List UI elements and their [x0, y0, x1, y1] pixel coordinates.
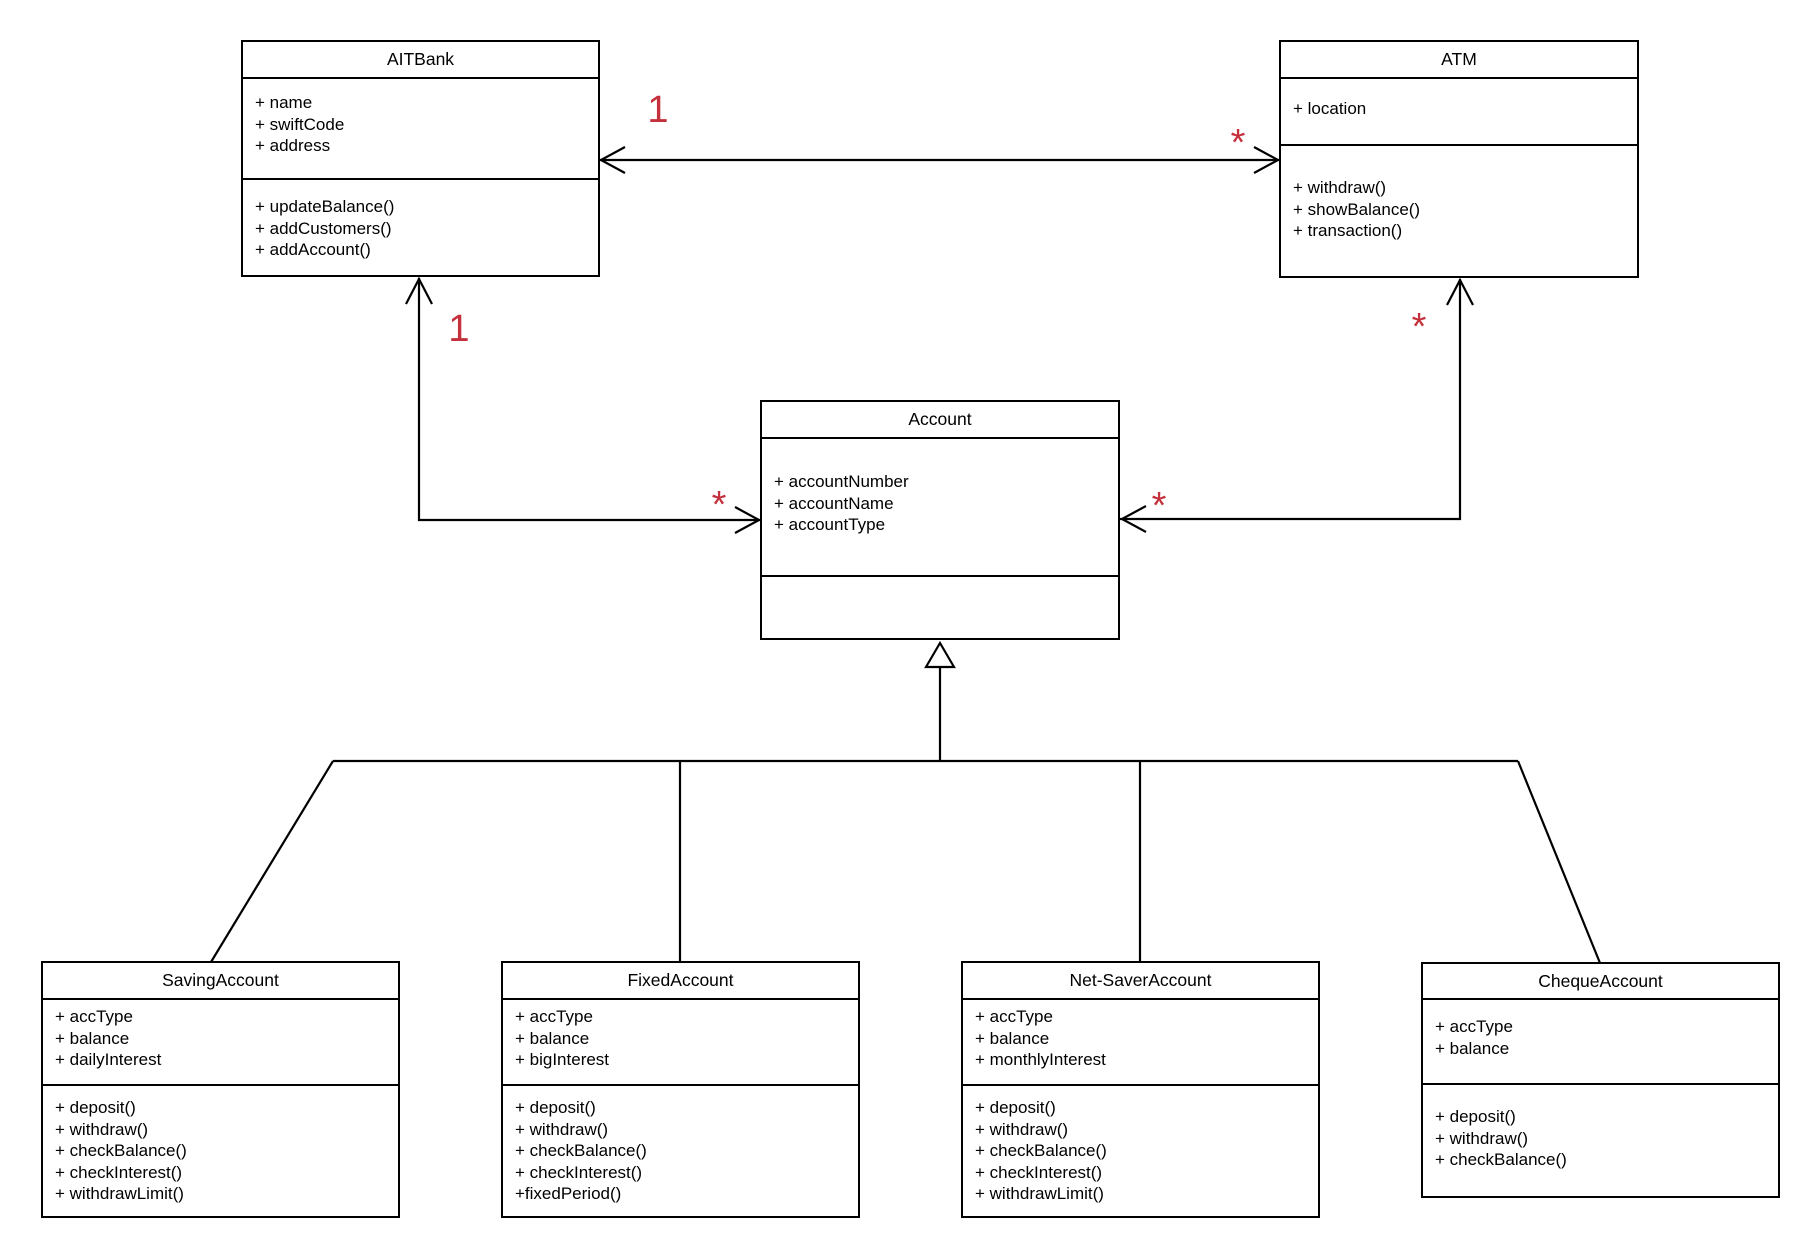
class-member: + checkBalance() [515, 1141, 647, 1160]
class-member: + withdraw() [975, 1119, 1069, 1139]
class-member: + accountType [774, 515, 886, 534]
class-methods [762, 575, 1118, 638]
class-member: + checkInterest() [55, 1162, 183, 1182]
connector-bank-account[interactable] [405, 276, 762, 534]
class-methods: + updateBalance() + addCustomers() + addAc… [243, 178, 598, 275]
class-member: + swiftCode [255, 114, 345, 134]
class-member: + checkInterest() [515, 1162, 643, 1182]
class-member: + withdrawLimit() [55, 1184, 184, 1203]
arrowhead-up-icon [405, 276, 433, 305]
class-member: + balance [515, 1028, 590, 1048]
class-member: + updateBalance() [255, 197, 395, 216]
class-attributes: + name + swiftCode + address [243, 77, 598, 178]
class-member: + deposit() [975, 1098, 1056, 1117]
class-methods: + deposit() + withdraw() + checkBalance() +… [503, 1084, 858, 1216]
class-member: + location [1293, 99, 1367, 118]
class-member: + withdraw() [55, 1119, 149, 1139]
class-member: + deposit() [1435, 1107, 1516, 1126]
class-title: FixedAccount [627, 970, 734, 990]
multiplicity-bank-atm-bank-end: 1 [647, 89, 669, 131]
class-methods: + withdraw() + showBalance() + transaction… [1281, 144, 1637, 276]
multiplicity-bank-account-bank-end: 1 [448, 308, 470, 350]
class-attributes: + accType + balance + dailyInterest [43, 998, 398, 1084]
class-member: + accType [55, 1007, 133, 1026]
class-methods: + deposit() + withdraw() + checkBalance() [1423, 1083, 1778, 1196]
class-member: + name [255, 93, 313, 112]
class-member: + checkInterest() [975, 1162, 1103, 1182]
connector-atm-account[interactable] [1119, 277, 1474, 533]
class-member: + address [255, 136, 331, 155]
class-member: + dailyInterest [55, 1050, 162, 1069]
class-member: + deposit() [55, 1098, 136, 1117]
class-member: + withdraw() [1435, 1128, 1529, 1148]
class-member: + monthlyInterest [975, 1050, 1106, 1069]
class-attributes: + accType + balance + bigInterest [503, 998, 858, 1084]
arrowhead-right-icon [734, 506, 762, 534]
class-account[interactable]: Account + accountNumber+ accountName+ ac… [760, 400, 1120, 640]
class-title: ChequeAccount [1538, 970, 1663, 991]
class-methods: + deposit() + withdraw() + checkBalance() +… [963, 1084, 1318, 1216]
class-member: + addCustomers() [255, 218, 392, 238]
class-member: + withdrawLimit() [975, 1184, 1104, 1203]
class-member: + balance [975, 1028, 1050, 1048]
class-member: + checkBalance() [975, 1141, 1107, 1160]
class-member: + withdraw() [515, 1119, 609, 1139]
arrowhead-up-icon [1446, 277, 1474, 306]
class-attributes: + accountNumber + accountName + accountTyp… [762, 437, 1118, 575]
multiplicity-bank-account-account-end: * [711, 484, 727, 526]
generalization-account-subclasses[interactable] [210, 640, 1602, 964]
class-saving-account[interactable]: SavingAccount + accType + balance + dailyI… [41, 961, 400, 1218]
class-member: + accountName [774, 493, 894, 513]
class-title: Net-SaverAccount [1069, 970, 1212, 990]
class-attributes: + accType + balance [1423, 998, 1778, 1083]
class-attributes: + accType + balance + monthlyInterest [963, 998, 1318, 1084]
multiplicity-bank-atm-atm-end: * [1230, 122, 1246, 164]
class-member: + accType [975, 1007, 1053, 1026]
class-cheque-account[interactable]: ChequeAccount + accType + balance + depos… [1421, 962, 1780, 1198]
class-member: + balance [55, 1028, 130, 1048]
class-atm[interactable]: ATM + location + withdraw() + showBalance… [1279, 40, 1639, 278]
class-member: + checkBalance() [1435, 1150, 1567, 1169]
class-title: Account [908, 409, 972, 429]
multiplicity-atm-account-atm-end: * [1411, 306, 1427, 348]
class-attributes: + location [1281, 77, 1637, 144]
arrowhead-left-icon [598, 146, 626, 174]
class-title: AITBank [386, 49, 455, 69]
class-member: + deposit() [515, 1098, 596, 1117]
class-fixed-account[interactable]: FixedAccount + accType + balance + bigInte… [501, 961, 860, 1218]
class-member: + showBalance() [1293, 199, 1421, 219]
arrowhead-right-icon [1253, 146, 1281, 174]
class-title: ATM [1441, 49, 1477, 69]
connector-bank-atm[interactable] [598, 146, 1281, 174]
class-methods: + deposit() + withdraw() + checkBalance() +… [43, 1084, 398, 1216]
arrowhead-left-icon [1119, 505, 1147, 533]
class-member: + transaction() [1293, 221, 1403, 240]
class-member: + accType [1435, 1017, 1513, 1036]
class-member: +fixedPeriod() [515, 1184, 622, 1203]
class-aitbank[interactable]: AITBank + name + swiftCode + address + upd… [241, 40, 600, 277]
generalization-triangle-icon [924, 640, 956, 669]
class-member: + addAccount() [255, 240, 371, 259]
class-title: SavingAccount [162, 970, 279, 990]
multiplicity-atm-account-account-end: * [1151, 485, 1167, 527]
class-member: + checkBalance() [55, 1141, 187, 1160]
class-member: + accountNumber [774, 472, 909, 491]
class-member: + withdraw() [1293, 178, 1387, 197]
class-member: + accType [515, 1007, 593, 1026]
class-member: + bigInterest [515, 1050, 610, 1069]
class-net-saver-account[interactable]: Net-SaverAccount + accType + balance + mon… [961, 961, 1320, 1218]
class-member: + balance [1435, 1038, 1510, 1058]
